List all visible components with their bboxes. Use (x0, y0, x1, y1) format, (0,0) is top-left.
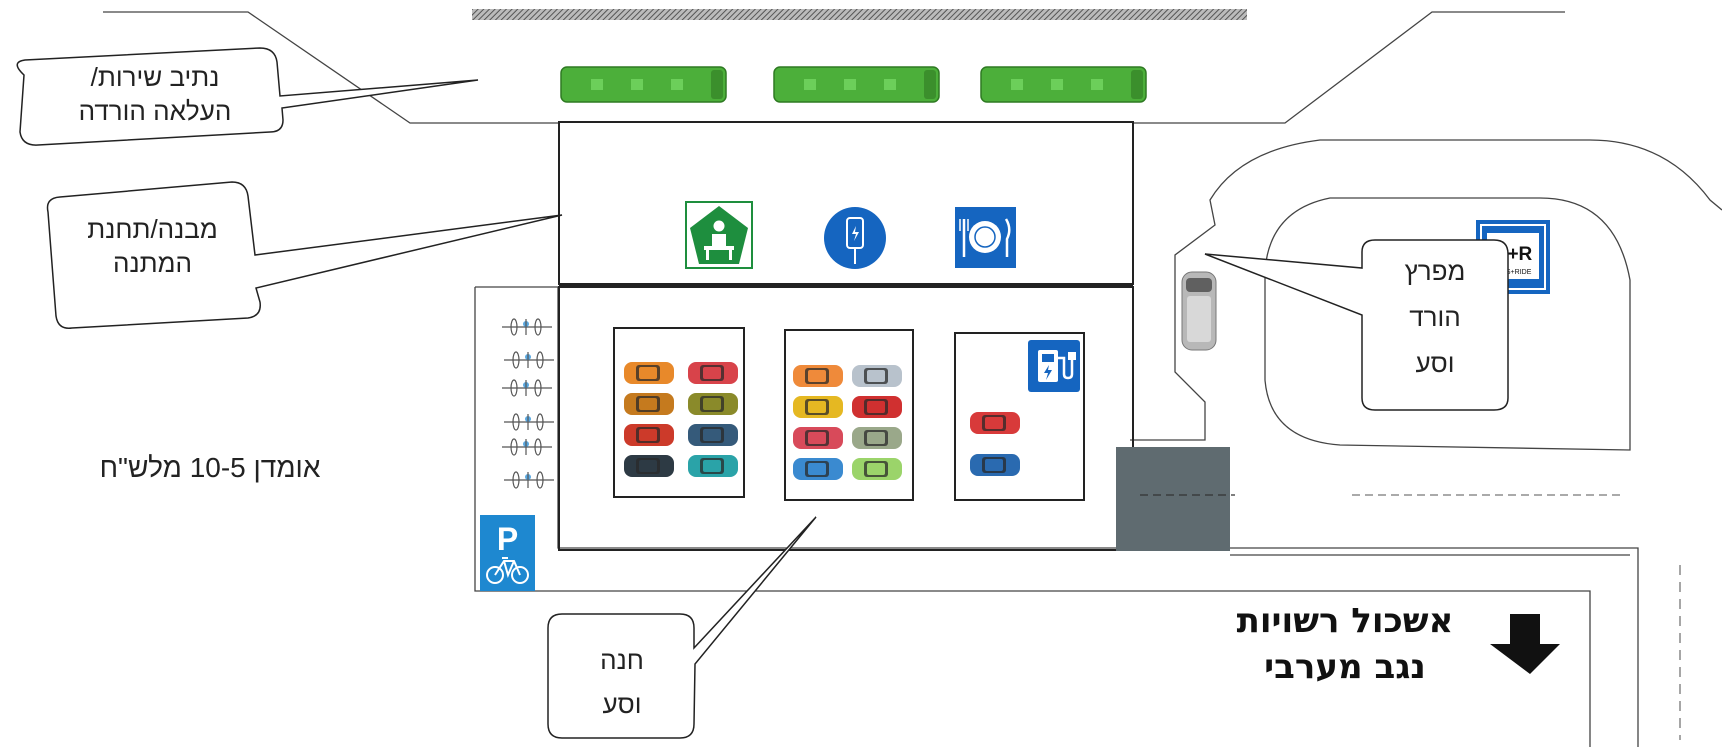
phone-charging-icon (824, 207, 886, 269)
callout-service-lane-line2: העלאה הורדה (78, 96, 232, 126)
callout-park-ride-shape (547, 516, 817, 739)
callout-station-line1: מבנה/תחנת (87, 214, 218, 244)
car-icon (793, 458, 843, 480)
direction-label: אשכול רשויות נגב מערבי (1215, 598, 1475, 690)
car-icon (688, 362, 738, 384)
car-icon (852, 396, 902, 418)
callout-kiss-ride-line2: הורד (1409, 302, 1461, 332)
car-icon (688, 393, 738, 415)
van-icon (1181, 271, 1217, 351)
bicycle-icon (486, 557, 529, 584)
down-arrow-icon (1490, 614, 1560, 674)
callout-kiss-ride-line3: וסע (1415, 348, 1455, 378)
estimate-label: אומדן 10-5 מלש"ח (99, 452, 321, 483)
parking-area (558, 286, 1134, 551)
hatched-strip (472, 9, 1247, 20)
bicycle-icon (502, 379, 552, 397)
car-icon (624, 362, 674, 384)
callout-service-lane-shape (16, 47, 479, 146)
car-icon (852, 365, 902, 387)
car-icon (852, 458, 902, 480)
callout-station-shape (46, 181, 563, 329)
direction-label-line1: אשכול רשויות (1236, 601, 1454, 641)
bicycle-icon (504, 351, 554, 369)
callout-service-lane: נתיב שירות/ העלאה הורדה (40, 60, 270, 128)
bus-icon (980, 66, 1147, 103)
parked-cars (624, 362, 1020, 480)
car-icon (688, 455, 738, 477)
bicycle-icon (504, 471, 554, 489)
callout-station-line2: המתנה (113, 248, 192, 278)
direction-label-line2: נגב מערבי (1264, 647, 1426, 687)
callout-kiss-ride-line1: מפרץ (1404, 256, 1466, 286)
bus-icon (560, 66, 727, 103)
car-icon (970, 454, 1020, 476)
callout-kiss-ride-shape (1204, 239, 1509, 411)
bicycle-icon (502, 438, 552, 456)
callout-kiss-ride-bay: מפרץ הורד וסע (1365, 248, 1505, 386)
bus-icon (773, 66, 940, 103)
bicycle-rack (502, 318, 554, 489)
bus-row (560, 66, 1147, 103)
bike-parking-sign: P (480, 515, 535, 591)
callout-station-building: מבנה/תחנת המתנה (60, 212, 245, 280)
car-icon (793, 427, 843, 449)
car-icon (624, 424, 674, 446)
car-icon (688, 424, 738, 446)
waiting-shelter-icon (685, 201, 753, 269)
bicycle-icon (502, 318, 552, 336)
ev-charging-icon (1028, 340, 1080, 392)
car-icon (624, 455, 674, 477)
car-icon (624, 393, 674, 415)
callout-service-lane-line1: נתיב שירות/ (90, 62, 220, 92)
callout-park-ride-line2: וסע (602, 689, 642, 719)
car-icon (793, 396, 843, 418)
entrance-block (1116, 447, 1230, 551)
bicycle-icon (504, 413, 554, 431)
kiss-ride-sublabel: KISS+RIDE (1495, 269, 1532, 276)
car-icon (793, 365, 843, 387)
callout-park-ride: חנה וסע (560, 638, 684, 726)
restaurant-icon (955, 207, 1016, 268)
callout-park-ride-line1: חנה (600, 645, 644, 675)
car-icon (970, 412, 1020, 434)
car-icon (852, 427, 902, 449)
bike-parking-letter: P (497, 521, 518, 557)
